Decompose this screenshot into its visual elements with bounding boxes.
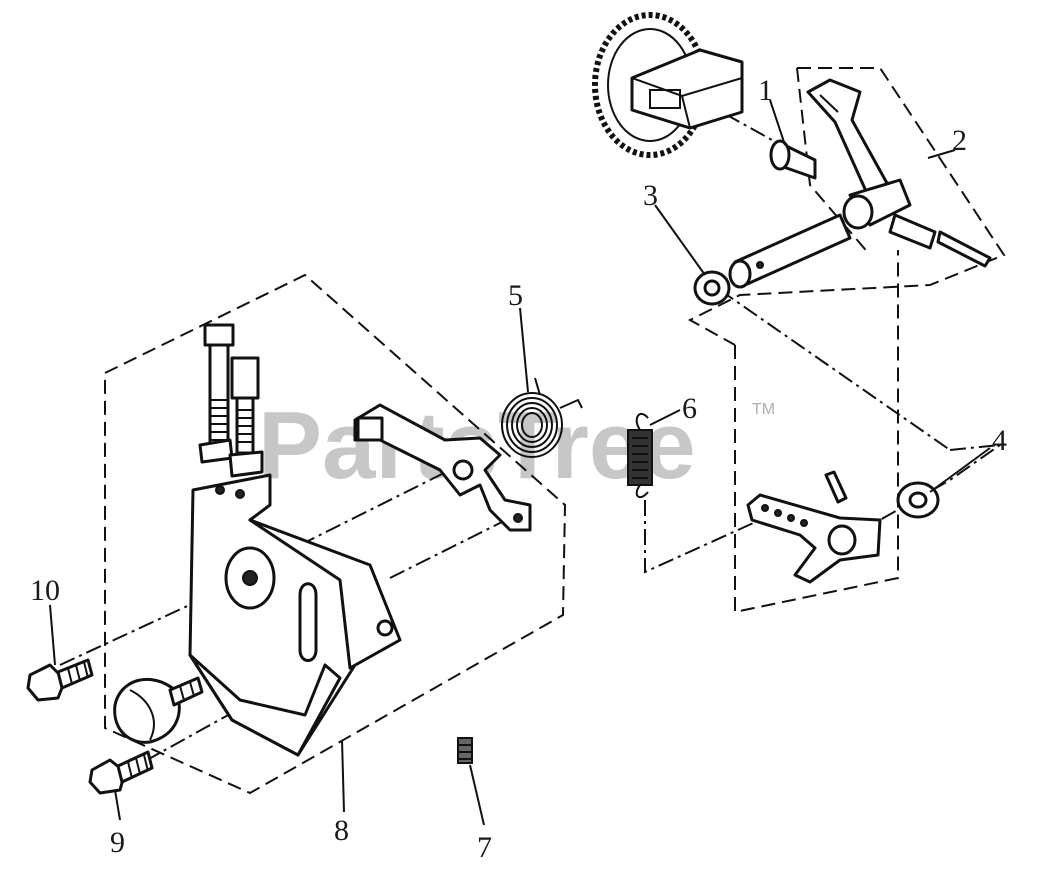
callout-4: 4 [992, 424, 1007, 457]
axis-line-plate-lower [389, 517, 511, 579]
group-outline-top-inner [796, 67, 871, 256]
callout-2: 2 [952, 124, 967, 157]
callout-labels: 1 2 3 4 5 6 7 8 9 10 [30, 74, 1007, 864]
watermark-trademark: TM [752, 401, 775, 418]
callout-7: 7 [477, 831, 492, 864]
group-outline-left [104, 273, 567, 795]
governor-gear-assembly [592, 12, 744, 158]
part-9-bolt [88, 750, 154, 795]
callout-5: 5 [508, 279, 523, 312]
callout-8: 8 [334, 814, 349, 847]
governor-lever [746, 493, 882, 584]
callout-10: 10 [30, 574, 60, 607]
control-plate-link [353, 403, 532, 532]
part-1-bushing [769, 139, 817, 180]
axis-line-shaft [719, 289, 951, 451]
part-5-torsion-spring [501, 377, 583, 458]
part-6-extension-spring [627, 412, 653, 499]
roll-pin [824, 470, 848, 504]
callout-3: 3 [643, 179, 658, 212]
axis-line-gear [699, 99, 791, 151]
part-2-governor-arm [728, 78, 992, 289]
axis-line-plate [299, 464, 461, 546]
part-8-control-bracket [188, 473, 402, 757]
callout-1: 1 [758, 74, 773, 107]
callout-6: 6 [682, 392, 697, 425]
bracket-bolt [198, 323, 235, 464]
adjustment-knob [113, 676, 204, 744]
leader-lines [49, 99, 991, 826]
group-outline-top-right [687, 67, 1006, 346]
callout-9: 9 [110, 826, 125, 859]
spring-link-line [644, 500, 761, 574]
part-7-set-screw [457, 737, 473, 764]
part-3-washer [693, 270, 731, 306]
part-10-bolt [26, 658, 94, 702]
part-4-washer [896, 481, 940, 519]
bracket-stud [228, 356, 264, 478]
